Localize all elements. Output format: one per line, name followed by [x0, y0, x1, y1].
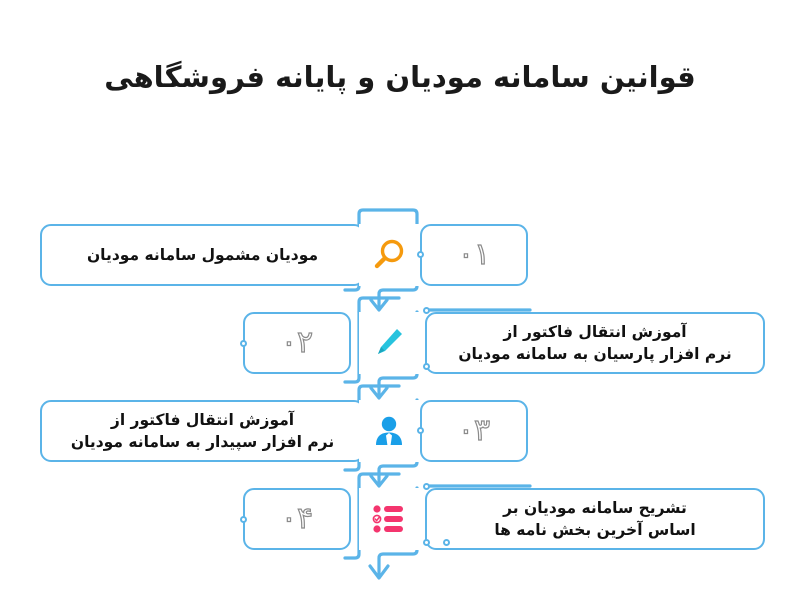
step-icon-box-3[interactable]: [359, 400, 419, 462]
step-icon-box-1[interactable]: [359, 224, 419, 286]
page-title: قوانین سامانه مودیان و پایانه فروشگاهی: [104, 60, 696, 94]
magnifier-icon: [374, 239, 404, 269]
step-number-3: ۰۳: [457, 413, 491, 448]
step-card-4[interactable]: تشریح سامانه مودیان بر اساس آخرین بخش نا…: [425, 488, 765, 550]
step-text-3: آموزش انتقال فاکتور از نرم افزار سپیدار …: [70, 411, 335, 451]
step-card-2[interactable]: آموزش انتقال فاکتور از نرم افزار پارسیان…: [425, 312, 765, 374]
connector-dot-4d: [443, 539, 450, 546]
step-icon-box-2[interactable]: [359, 312, 419, 374]
step-number-card-2: ۰۲: [243, 312, 351, 374]
person-icon: [376, 416, 402, 445]
step-text-1: مودیان مشمول سامانه مودیان: [86, 246, 319, 264]
connector-dot-1a: [417, 251, 424, 258]
step-number-card-1: ۰۱: [420, 224, 528, 286]
step-number-4: ۰۴: [280, 501, 314, 536]
connector-dot-3a: [417, 427, 424, 434]
step-number-card-4: ۰۴: [243, 488, 351, 550]
step-text-2: آموزش انتقال فاکتور از نرم افزار پارسیان…: [458, 323, 732, 363]
connector-dot-2c: [240, 340, 247, 347]
step-number-1: ۰۱: [457, 237, 491, 272]
step-number-card-3: ۰۳: [420, 400, 528, 462]
connector-dot-4b: [423, 539, 430, 546]
pencil-icon: [378, 329, 402, 354]
step-card-1[interactable]: مودیان مشمول سامانه مودیان: [40, 224, 365, 286]
checklist-icon: [372, 505, 403, 533]
step-icon-box-4[interactable]: [359, 488, 419, 550]
step-text-4: تشریح سامانه مودیان بر اساس آخرین بخش نا…: [494, 499, 696, 539]
step-card-3[interactable]: آموزش انتقال فاکتور از نرم افزار سپیدار …: [40, 400, 365, 462]
connector-dot-4c: [240, 516, 247, 523]
connector-dot-2b: [423, 363, 430, 370]
step-number-2: ۰۲: [280, 325, 314, 360]
connector-dot-2a: [423, 307, 430, 314]
connector-dot-4a: [423, 483, 430, 490]
